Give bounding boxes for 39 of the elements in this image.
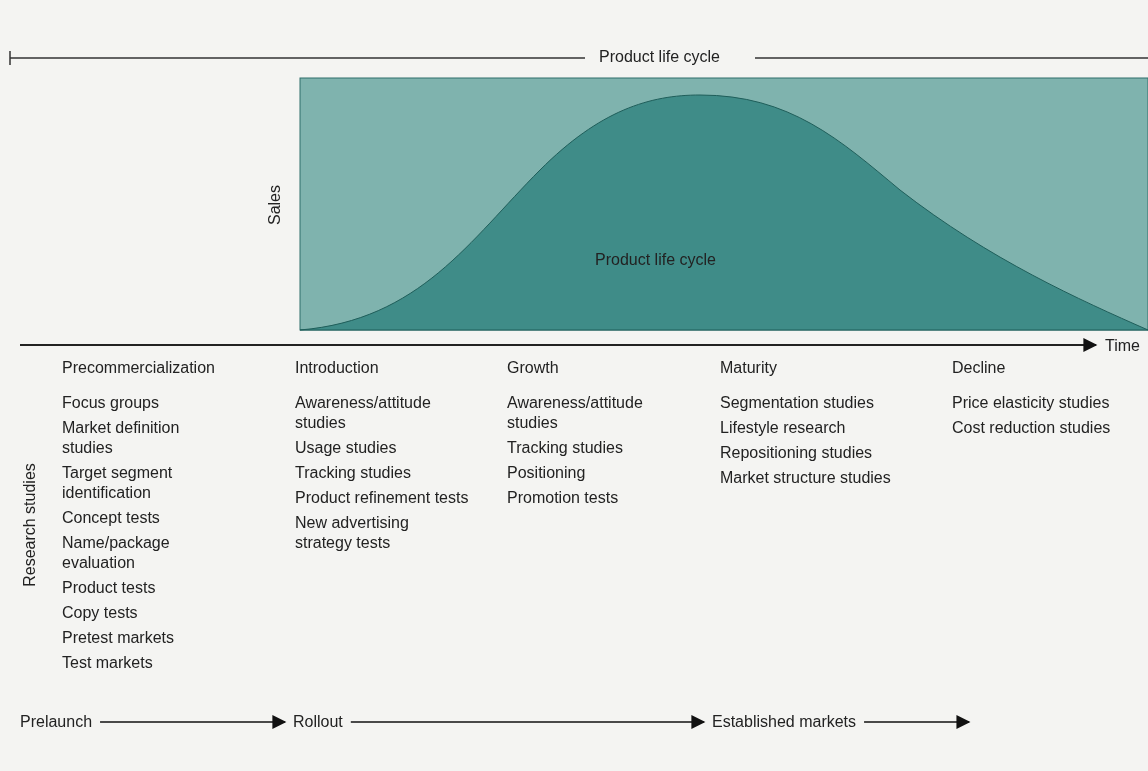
axis-label: Sales xyxy=(265,185,284,225)
study-item: Positioning xyxy=(507,463,587,483)
phase-label: Established markets xyxy=(710,710,859,734)
study-item: Product refinement tests xyxy=(295,488,470,508)
study-item: Price elasticity studies xyxy=(952,393,1111,413)
arrow xyxy=(350,715,706,729)
study-item: Product tests xyxy=(62,578,157,598)
curve-label: Product life cycle xyxy=(595,250,716,270)
study-item: Lifestyle research xyxy=(720,418,847,438)
study-item: Awareness/attitude studies xyxy=(507,393,644,433)
phase-label: Rollout xyxy=(291,710,345,734)
study-item: Promotion tests xyxy=(507,488,620,508)
stage-heading: Maturity xyxy=(720,358,777,378)
study-item: Concept tests xyxy=(62,508,161,528)
study-item: Tracking studies xyxy=(507,438,624,458)
study-item: Target segment identification xyxy=(62,463,174,503)
study-item: Pretest markets xyxy=(62,628,176,648)
stage-heading: Growth xyxy=(507,358,559,378)
study-item: Repositioning studies xyxy=(720,443,874,463)
stage-heading: Precommercialization xyxy=(62,358,215,378)
study-item: New advertising strategy tests xyxy=(295,513,410,553)
axis-label: Time xyxy=(1105,336,1140,356)
stage-heading: Decline xyxy=(952,358,1006,378)
study-item: Copy tests xyxy=(62,603,139,623)
study-item: Tracking studies xyxy=(295,463,412,483)
phase-label: Prelaunch xyxy=(18,710,95,734)
study-item: Market structure studies xyxy=(720,468,892,488)
study-item: Cost reduction studies xyxy=(952,418,1112,438)
study-item: Segmentation studies xyxy=(720,393,875,413)
study-item: Focus groups xyxy=(62,393,160,413)
arrow xyxy=(863,715,971,729)
study-item: Test markets xyxy=(62,653,154,673)
stage-heading: Introduction xyxy=(295,358,379,378)
study-item: Name/package evaluation xyxy=(62,533,171,573)
study-item: Market definition studies xyxy=(62,418,181,458)
axis-label: Research studies xyxy=(20,463,39,587)
arrow xyxy=(99,715,287,729)
study-item: Usage studies xyxy=(295,438,398,458)
study-item: Awareness/attitude studies xyxy=(295,393,432,433)
